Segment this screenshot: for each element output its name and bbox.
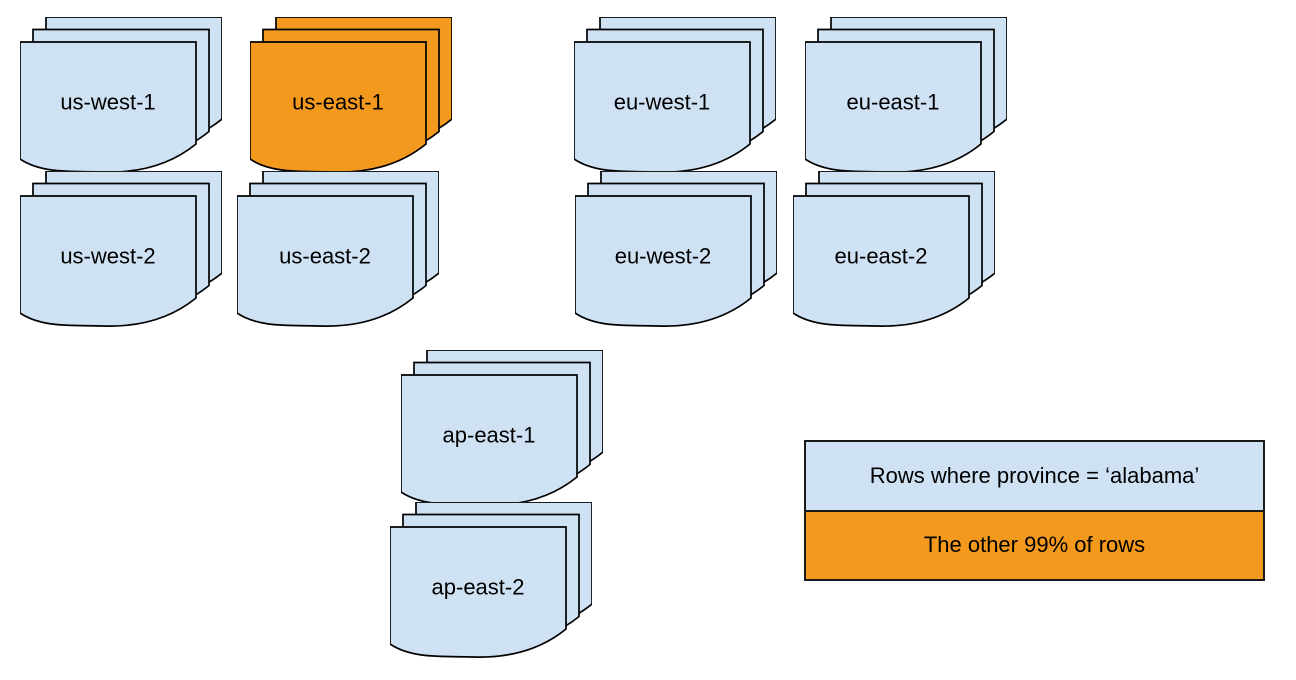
legend-row-other-rows: The other 99% of rows <box>806 509 1263 579</box>
document-stack-graphic: eu-east-2 <box>792 170 996 327</box>
region-label: eu-east-1 <box>847 90 940 115</box>
region-label: ap-east-1 <box>443 423 536 448</box>
region-label: us-east-1 <box>292 90 384 115</box>
region-label: us-east-2 <box>279 244 371 269</box>
region-stack-us-west-2: us-west-2 <box>19 170 223 333</box>
legend-label-alabama-rows: Rows where province = ‘alabama’ <box>869 462 1200 488</box>
document-stack-graphic: ap-east-1 <box>400 349 604 506</box>
document-page-front-icon <box>389 526 567 658</box>
region-label: ap-east-2 <box>432 575 525 600</box>
region-label: us-west-2 <box>60 244 155 269</box>
document-page-front-icon <box>792 195 970 327</box>
document-stack-graphic: us-east-1 <box>249 16 453 173</box>
document-stack-graphic: us-east-2 <box>236 170 440 327</box>
region-stack-eu-west-1: eu-west-1 <box>573 16 777 179</box>
region-stack-ap-east-2: ap-east-2 <box>389 501 593 664</box>
region-stack-us-west-1: us-west-1 <box>19 16 223 179</box>
document-stack-graphic: us-west-2 <box>19 170 223 327</box>
region-stack-eu-east-1: eu-east-1 <box>804 16 1008 179</box>
document-stack-graphic: eu-east-1 <box>804 16 1008 173</box>
region-label: eu-west-2 <box>615 244 712 269</box>
document-stack-graphic: us-west-1 <box>19 16 223 173</box>
region-stack-us-east-1: us-east-1 <box>249 16 453 179</box>
legend-row-alabama-rows: Rows where province = ‘alabama’ <box>806 442 1263 510</box>
region-stack-eu-west-2: eu-west-2 <box>574 170 778 333</box>
document-page-front-icon <box>574 195 752 327</box>
document-page-front-icon <box>19 195 197 327</box>
legend: Rows where province = ‘alabama’ The othe… <box>804 440 1265 581</box>
region-stack-us-east-2: us-east-2 <box>236 170 440 333</box>
region-label: eu-west-1 <box>614 90 711 115</box>
region-label: eu-east-2 <box>835 244 928 269</box>
legend-label-other-rows: The other 99% of rows <box>923 532 1146 558</box>
region-label: us-west-1 <box>60 90 155 115</box>
document-stack-graphic: ap-east-2 <box>389 501 593 658</box>
document-stack-graphic: eu-west-1 <box>573 16 777 173</box>
document-stack-graphic: eu-west-2 <box>574 170 778 327</box>
document-page-front-icon <box>236 195 414 327</box>
region-stack-ap-east-1: ap-east-1 <box>400 349 604 512</box>
region-stack-eu-east-2: eu-east-2 <box>792 170 996 333</box>
